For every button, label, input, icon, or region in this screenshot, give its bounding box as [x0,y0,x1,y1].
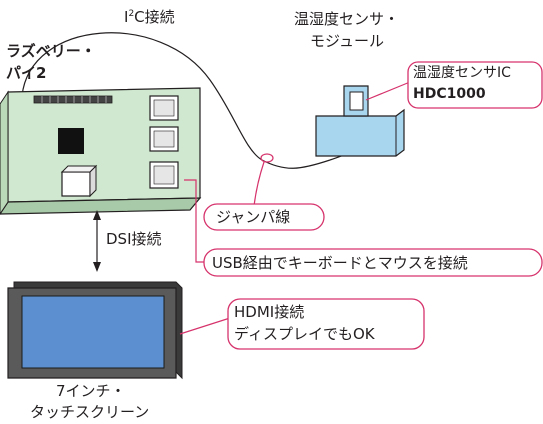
touchscreen-display [21,295,165,369]
usb-port-2 [149,126,179,152]
dsi-connection-label: DSI接続 [106,230,162,248]
sensor-ic-chip [349,91,364,111]
sensor-module [315,85,405,157]
dsi-connection-arrow [93,210,101,272]
jumper-wire-leader [253,161,265,207]
raspberry-pi-label-line1: ラズベリー・ [6,42,96,60]
sensor-ic-callout-leader [365,81,411,101]
usb-callout-box [203,248,543,277]
usb-note-label: USB経由でキーボードとマウスを接続 [212,254,468,272]
touchscreen-label-line1: 7インチ・ [56,382,126,400]
jumper-wire-label: ジャンパ線 [216,208,291,226]
i2c-label-prefix: I [124,8,129,26]
soc-chip [58,128,84,154]
sensor-module-label-line1: 温湿度センサ・ [294,10,400,28]
jumper-wire-marker [260,153,274,163]
i2c-label: I2C接続 [124,8,175,26]
raspberry-pi-board [0,87,202,215]
gpio-header [33,95,113,104]
hdmi-label-line1: HDMI接続 [234,303,305,321]
hdmi-label-line2: ディスプレイでもOK [234,325,375,343]
i2c-label-superscript: 2 [128,9,135,19]
sensor-ic-label-line1: 温湿度センサIC [413,65,511,81]
sensor-module-label-line2: モジュール [310,32,384,50]
touchscreen-label-line2: タッチスクリーン [30,403,150,421]
hdmi-callout-box [227,298,425,350]
board-component [60,164,98,198]
hdmi-callout-leader [179,317,231,335]
i2c-label-suffix: C接続 [134,8,175,26]
usb-port-1 [149,95,179,121]
usb-callout-leader [184,179,206,263]
jumper-wire-callout-box [203,203,325,231]
ethernet-port [149,161,179,189]
raspberry-pi-label-line2: パイ2 [6,64,47,82]
touchscreen [7,281,183,380]
sensor-ic-callout-box [407,61,543,109]
sensor-ic-label-line2: HDC1000 [413,86,486,102]
i2c-cable [21,32,331,169]
